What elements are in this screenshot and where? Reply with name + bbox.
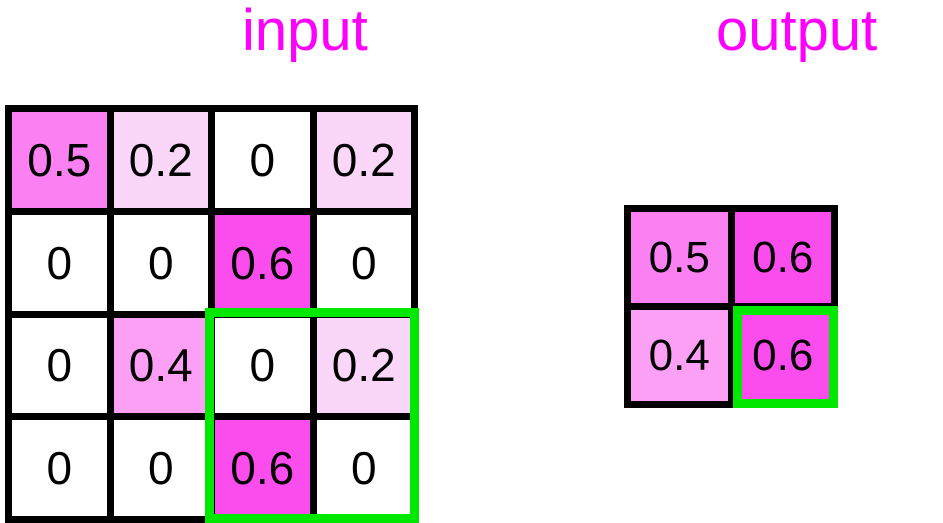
input-matrix-cell-0-0: 0.5 <box>12 112 107 208</box>
output-matrix-cell-1-0: 0.4 <box>631 310 728 401</box>
input-matrix-cell-3-1: 0 <box>113 420 208 516</box>
input-matrix-cell-2-2: 0 <box>215 317 310 414</box>
output-matrix-cell-0-1: 0.6 <box>734 212 831 303</box>
input-matrix-cell-1-3: 0 <box>316 214 411 311</box>
output-label: output <box>716 0 878 63</box>
input-matrix-cell-2-3: 0.2 <box>316 317 411 414</box>
input-matrix-cell-0-3: 0.2 <box>316 112 411 208</box>
input-matrix-cell-1-2: 0.6 <box>215 214 310 311</box>
input-label: input <box>242 0 368 63</box>
output-matrix-cell-1-1: 0.6 <box>734 310 831 401</box>
input-matrix-cell-0-2: 0 <box>215 112 310 208</box>
input-matrix-cell-2-0: 0 <box>12 317 107 414</box>
input-matrix-cell-1-1: 0 <box>113 214 208 311</box>
input-matrix-cell-2-1: 0.4 <box>113 317 208 414</box>
input-matrix-cell-0-1: 0.2 <box>113 112 208 208</box>
input-matrix-cell-1-0: 0 <box>12 214 107 311</box>
input-matrix-cell-3-2: 0.6 <box>215 420 310 516</box>
input-matrix-cell-3-0: 0 <box>12 420 107 516</box>
input-matrix-cell-3-3: 0 <box>316 420 411 516</box>
output-matrix-cell-0-0: 0.5 <box>631 212 728 303</box>
